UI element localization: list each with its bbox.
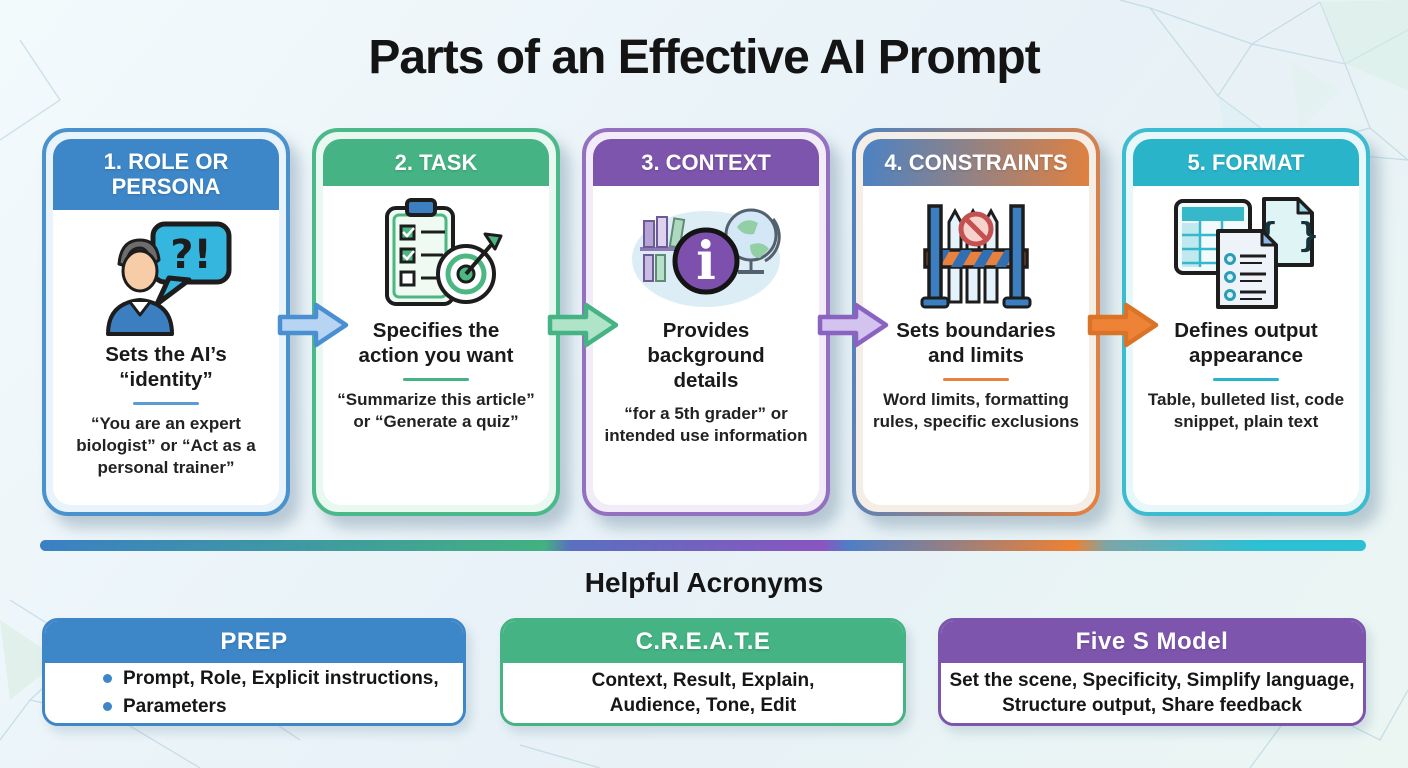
- flow-arrow-2-icon: [547, 302, 619, 348]
- documents-table-code-icon: { }: [1166, 192, 1326, 314]
- books-globe-info-icon: i: [626, 192, 786, 314]
- acronym-line: Context, Result, Explain,: [591, 669, 815, 691]
- page-title: Parts of an Effective AI Prompt: [368, 31, 1040, 84]
- acronym-line: Structure output, Share feedback: [1002, 695, 1302, 716]
- acronyms-heading: Helpful Acronyms: [584, 567, 824, 598]
- posts: [920, 204, 1032, 309]
- prep-list: Prompt, Role, Explicit instructions, Par…: [45, 665, 463, 722]
- list-item: Parameters: [103, 693, 463, 722]
- divider: [943, 378, 1009, 382]
- card-example: Table, bulleted list, code snippet, plai…: [1147, 390, 1345, 432]
- card-description: Specifies the action you want: [358, 319, 514, 368]
- acronym-title: PREP: [45, 621, 463, 663]
- target: [436, 232, 503, 305]
- card-constraints: 4. CONSTRAINTS: [852, 128, 1100, 516]
- info-circle: i: [672, 227, 740, 295]
- no-entry-sign: [958, 211, 994, 247]
- acronym-box-create: C.R.E.A.T.E Context, Result, Explain, Au…: [500, 618, 906, 726]
- card-example: “for a 5th grader” or intended use infor…: [604, 404, 808, 446]
- svg-text:i: i: [696, 231, 716, 292]
- acronym-box-five-s-model: Five S Model Set the scene, Specificity,…: [938, 618, 1366, 726]
- card-header: 3. CONTEXT: [593, 139, 819, 187]
- acronym-title: Five S Model: [941, 621, 1363, 663]
- acronym-box-prep: PREP Prompt, Role, Explicit instructions…: [42, 618, 466, 726]
- card-format: 5. FORMAT { }: [1122, 128, 1370, 516]
- flow-arrow-4-icon: [1087, 302, 1159, 348]
- card-description: Sets the AI’s “identity”: [105, 342, 227, 391]
- globe: [724, 208, 781, 275]
- card-header: 1. ROLE OR PERSONA: [53, 139, 279, 210]
- card-header: 2. TASK: [323, 139, 549, 187]
- section-divider-bar: [40, 540, 1366, 551]
- card-description: Defines output appearance: [1174, 319, 1318, 368]
- flow-arrow-1-icon: [277, 302, 349, 348]
- acronym-line: Set the scene, Specificity, Simplify lan…: [949, 669, 1355, 691]
- speech-bubble: ?!: [150, 221, 232, 307]
- acronym-line: Audience, Tone, Edit: [609, 695, 797, 716]
- divider: [403, 378, 469, 382]
- flow-arrow-3-icon: [817, 302, 889, 348]
- card-example: “You are an expert biologist” or “Act as…: [76, 413, 256, 477]
- card-description: Sets boundaries and limits: [896, 319, 1056, 368]
- barrier-icon: [901, 192, 1051, 314]
- card-role-or-persona: 1. ROLE OR PERSONA ?! Sets the AI’s “ide…: [42, 128, 290, 516]
- card-header: 5. FORMAT: [1133, 139, 1359, 187]
- list-item: Prompt, Role, Explicit instructions,: [103, 665, 463, 694]
- divider: [133, 401, 199, 405]
- svg-text:?!: ?!: [170, 232, 211, 278]
- clipboard-target-icon: [361, 192, 511, 314]
- person: [106, 238, 174, 336]
- list-document: [1216, 229, 1278, 310]
- card-header: 4. CONSTRAINTS: [863, 139, 1089, 187]
- clipboard: [385, 198, 455, 307]
- bookshelf: [640, 216, 690, 283]
- card-description: Provides background details: [647, 319, 765, 393]
- card-example: Word limits, formatting rules, specific …: [873, 390, 1079, 432]
- divider: [1213, 378, 1279, 382]
- card-example: “Summarize this article” or “Generate a …: [337, 390, 535, 432]
- acronym-title: C.R.E.A.T.E: [503, 621, 903, 663]
- person-speech-bubble-icon: ?!: [91, 216, 241, 338]
